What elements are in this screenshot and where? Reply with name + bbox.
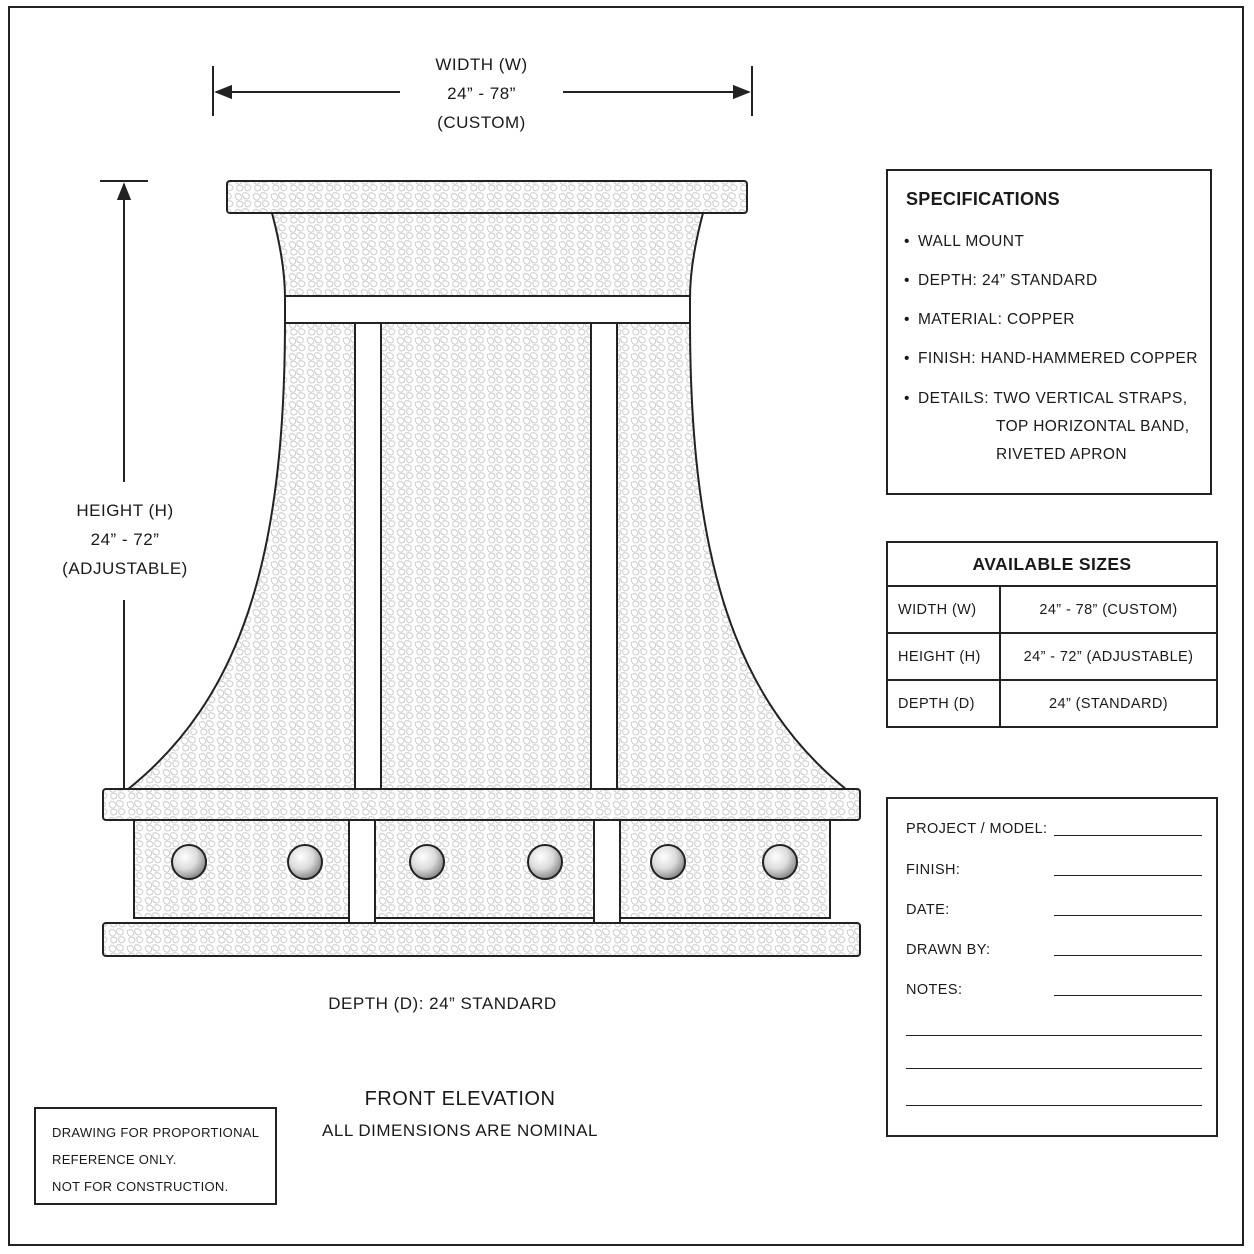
height-range: 24” - 72” bbox=[90, 530, 160, 549]
rivet bbox=[762, 844, 798, 880]
rivet bbox=[650, 844, 686, 880]
specifications-box: SPECIFICATIONS •WALL MOUNT •DEPTH: 24” S… bbox=[886, 169, 1212, 495]
spec-item: •DETAILS: TWO VERTICAL STRAPS, bbox=[904, 390, 1188, 407]
view-subtitle: ALL DIMENSIONS ARE NOMINAL bbox=[322, 1121, 598, 1140]
view-title: FRONT ELEVATION bbox=[364, 1088, 556, 1110]
apron-rivets bbox=[171, 844, 798, 880]
notes-line[interactable] bbox=[1054, 995, 1202, 996]
height-dimension-label: HEIGHT (H) 24” - 72” (ADJUSTABLE) bbox=[40, 496, 210, 583]
size-value: 24” - 78” (CUSTOM) bbox=[999, 585, 1218, 634]
height-note: (ADJUSTABLE) bbox=[62, 559, 188, 578]
height-dimension bbox=[100, 180, 148, 790]
notes-label: NOTES: bbox=[906, 982, 963, 998]
width-label: WIDTH (W) bbox=[435, 55, 528, 74]
date-label: DATE: bbox=[906, 902, 950, 918]
project-model-line[interactable] bbox=[1054, 835, 1202, 836]
finish-label: FINISH: bbox=[906, 862, 961, 878]
width-range: 24” - 78” bbox=[447, 84, 516, 103]
notes-line[interactable] bbox=[906, 1105, 1202, 1106]
spec-item: •WALL MOUNT bbox=[904, 233, 1025, 250]
size-value: 24” (STANDARD) bbox=[999, 679, 1218, 728]
depth-caption: DEPTH (D): 24” STANDARD bbox=[328, 994, 557, 1013]
disclaimer-line: DRAWING FOR PROPORTIONAL bbox=[52, 1125, 260, 1140]
table-row: DEPTH (D) 24” (STANDARD) bbox=[886, 679, 1218, 728]
title-block: PROJECT / MODEL: FINISH: DATE: DRAWN BY:… bbox=[886, 797, 1218, 1137]
width-dimension bbox=[212, 66, 753, 116]
size-key: DEPTH (D) bbox=[886, 679, 1001, 728]
size-key: HEIGHT (H) bbox=[886, 632, 1001, 681]
table-row: WIDTH (W) 24” - 78” (CUSTOM) bbox=[886, 585, 1218, 634]
width-note: (CUSTOM) bbox=[437, 113, 526, 132]
height-label: HEIGHT (H) bbox=[76, 501, 174, 520]
disclaimer-box: DRAWING FOR PROPORTIONAL REFERENCE ONLY.… bbox=[34, 1107, 277, 1205]
specifications-title: SPECIFICATIONS bbox=[906, 189, 1060, 209]
table-row: HEIGHT (H) 24” - 72” (ADJUSTABLE) bbox=[886, 632, 1218, 681]
drawn-by-label: DRAWN BY: bbox=[906, 942, 991, 958]
size-value: 24” - 72” (ADJUSTABLE) bbox=[999, 632, 1218, 681]
rivet bbox=[409, 844, 445, 880]
notes-line[interactable] bbox=[906, 1035, 1202, 1036]
drawn-by-line[interactable] bbox=[1054, 955, 1202, 956]
spec-item: •MATERIAL: COPPER bbox=[904, 311, 1075, 328]
project-model-label: PROJECT / MODEL: bbox=[906, 821, 1048, 837]
drawing-frame bbox=[8, 6, 1244, 1246]
date-line[interactable] bbox=[1054, 915, 1202, 916]
disclaimer-line: NOT FOR CONSTRUCTION. bbox=[52, 1179, 229, 1194]
spec-item-continued: RIVETED APRON bbox=[996, 446, 1127, 463]
notes-line[interactable] bbox=[906, 1068, 1202, 1069]
finish-line[interactable] bbox=[1054, 875, 1202, 876]
available-sizes-table: AVAILABLE SIZES WIDTH (W) 24” - 78” (CUS… bbox=[886, 541, 1218, 728]
spec-item-continued: TOP HORIZONTAL BAND, bbox=[996, 418, 1190, 435]
rivet bbox=[287, 844, 323, 880]
disclaimer-line: REFERENCE ONLY. bbox=[52, 1152, 177, 1167]
width-dimension-label: WIDTH (W) 24” - 78” (CUSTOM) bbox=[400, 50, 563, 137]
spec-item: •DEPTH: 24” STANDARD bbox=[904, 272, 1098, 289]
size-key: WIDTH (W) bbox=[886, 585, 1001, 634]
rivet bbox=[171, 844, 207, 880]
available-sizes-title: AVAILABLE SIZES bbox=[886, 541, 1218, 587]
spec-item: •FINISH: HAND-HAMMERED COPPER bbox=[904, 350, 1198, 367]
hood-body bbox=[102, 180, 861, 957]
rivet bbox=[527, 844, 563, 880]
